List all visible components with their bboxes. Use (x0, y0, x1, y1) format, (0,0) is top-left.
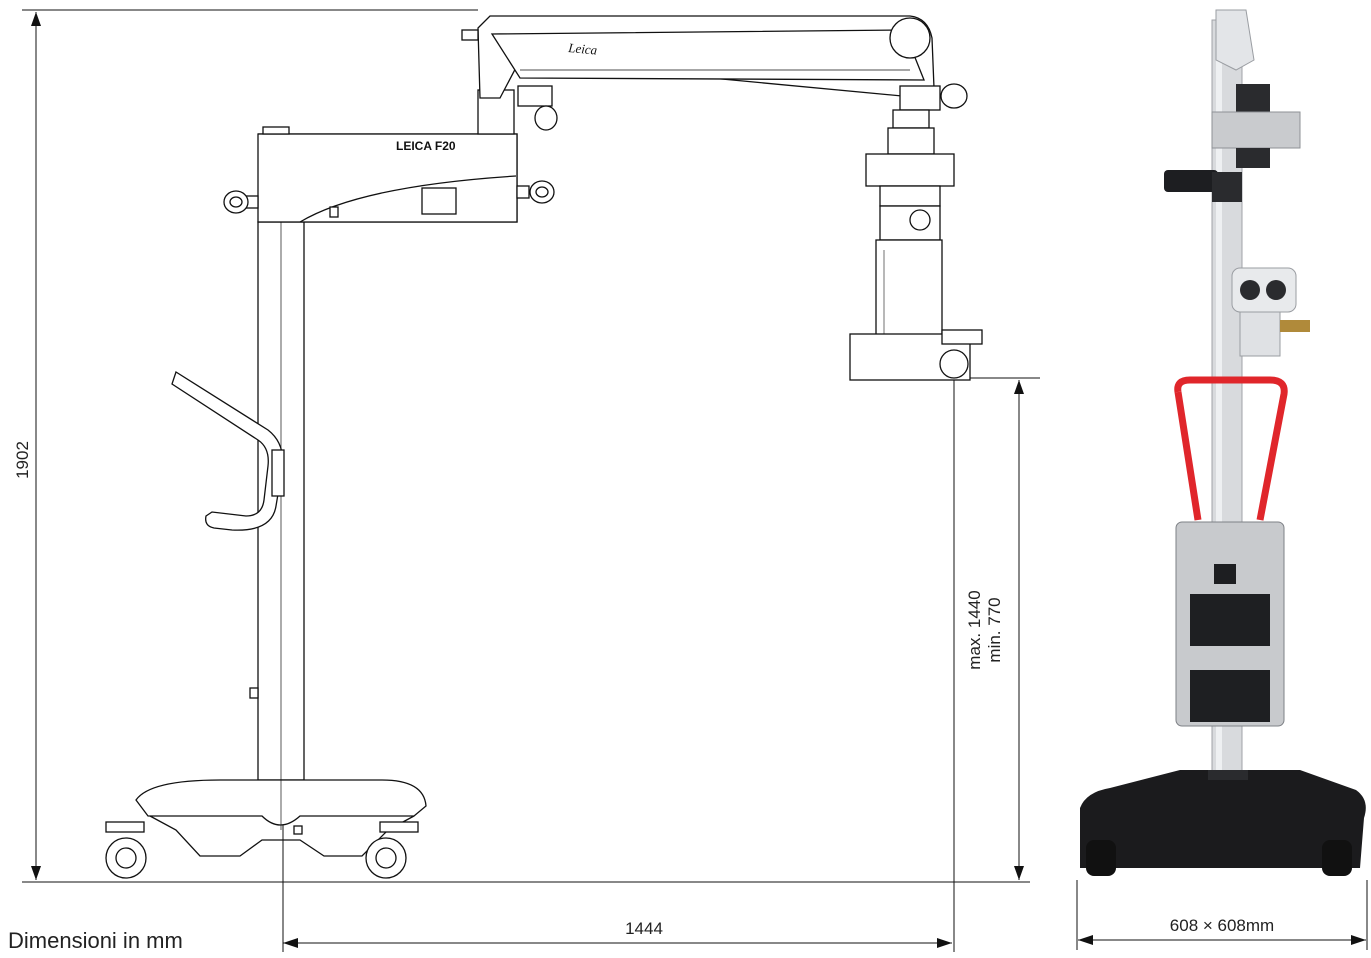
base-size-label: 608 × 608mm (1170, 916, 1274, 935)
reach-label: 1444 (625, 919, 663, 938)
model-label: LEICA F20 (396, 139, 456, 153)
height-max-label: max. 1440 (965, 590, 984, 669)
height-min-label: min. 770 (985, 597, 1004, 662)
microscope-line-drawing (105, 15, 983, 879)
dimension-lines (22, 9, 1368, 952)
total-height-label: 1902 (13, 441, 32, 479)
microscope-front-view (1080, 9, 1366, 876)
dimension-arrows (31, 12, 1366, 948)
dimensions-caption: Dimensioni in mm (8, 928, 183, 953)
arm-brand-label: Leica (567, 40, 599, 58)
